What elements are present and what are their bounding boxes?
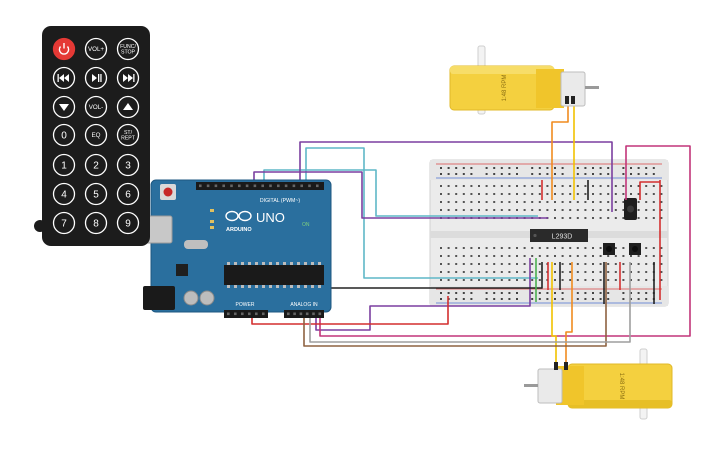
digit-5-button[interactable]: 5: [84, 182, 108, 206]
ir-receiver: [624, 198, 637, 220]
remote-buttons: VOL+ FUNC/STOP VOL- 0 EQ ST/REPT 1 2 3 4 5 6 7 8 9: [52, 37, 140, 235]
power-jack: [143, 286, 175, 310]
button-label: VOL+: [88, 46, 104, 53]
wire-purple-2: [299, 141, 613, 212]
arduino-logo: [225, 210, 252, 222]
button-label: 0: [61, 131, 67, 142]
l293d-chip: L293D: [530, 229, 588, 242]
wire-brown: [303, 262, 607, 347]
wire-cyan-1: [263, 169, 538, 217]
vol-up-button[interactable]: VOL+: [84, 37, 108, 61]
button-label: 5: [93, 190, 99, 201]
button-label: EQ: [92, 132, 101, 139]
crystal: [184, 240, 208, 249]
digit-2-button[interactable]: 2: [84, 153, 108, 177]
top-dc-motor: 1:48 RPM: [449, 45, 599, 115]
button-label: 6: [125, 190, 131, 201]
button-label: 3: [125, 161, 131, 172]
st-rept-button[interactable]: ST/REPT: [116, 123, 140, 147]
led-l: [210, 209, 214, 212]
push-button-left[interactable]: [603, 243, 615, 255]
ir-remote: VOL+ FUNC/STOP VOL- 0 EQ ST/REPT 1 2 3 4 5 6 7 8 9: [34, 26, 150, 246]
button-label: 7: [61, 219, 67, 230]
triangle-up-icon: [123, 103, 133, 110]
analog-label: ANALOG IN: [290, 302, 318, 308]
play-pause-button[interactable]: [84, 66, 108, 90]
up-button[interactable]: [116, 95, 140, 119]
func-stop-button[interactable]: FUNC/STOP: [116, 37, 140, 61]
push-button-right[interactable]: [629, 243, 641, 255]
digital-pins: [199, 184, 319, 188]
digit-7-button[interactable]: 7: [52, 211, 76, 235]
digital-label: DIGITAL (PWM~): [260, 198, 300, 204]
digit-8-button[interactable]: 8: [84, 211, 108, 235]
wire-black-gnd: [262, 262, 543, 289]
button-label: 9: [125, 219, 131, 230]
board-model: UNO: [256, 210, 285, 225]
down-button[interactable]: [52, 95, 76, 119]
wire-cyan-2: [305, 147, 538, 279]
led-tx: [210, 220, 214, 223]
power-icon: [58, 46, 70, 55]
wires: [251, 102, 691, 362]
board-brand: ARDUINO: [226, 227, 252, 233]
digit-6-button[interactable]: 6: [116, 182, 140, 206]
wire-purple-1: [253, 171, 548, 219]
button-label: 2: [93, 161, 99, 172]
top-motor-label: 1:48 RPM: [502, 75, 508, 102]
bottom-dc-motor: 1:48 RPM: [524, 348, 673, 420]
digit-4-button[interactable]: 4: [52, 182, 76, 206]
button-label: 1: [61, 161, 67, 172]
wire-orange-top: [551, 102, 569, 200]
vol-down-button[interactable]: VOL-: [84, 95, 108, 119]
digit-9-button[interactable]: 9: [116, 211, 140, 235]
wire-yellow-bot: [551, 262, 557, 362]
bottom-pins: [227, 312, 322, 316]
button-label: ST/REPT: [121, 130, 136, 142]
bottom-motor-label: 1:48 RPM: [618, 373, 624, 400]
wire-red-ir: [639, 181, 660, 200]
analog-header: [284, 310, 324, 318]
power-label: POWER: [236, 302, 255, 308]
wire-gray: [309, 262, 631, 343]
breadboard-holes: [440, 167, 663, 300]
regulator: [176, 264, 188, 276]
eq-button[interactable]: EQ: [84, 123, 108, 147]
button-label: 8: [93, 219, 99, 230]
driver-label: L293D: [552, 234, 573, 241]
fast-forward-button[interactable]: [116, 66, 140, 90]
rewind-button[interactable]: [52, 66, 76, 90]
button-label: VOL-: [89, 104, 103, 111]
button-label: FUNC/STOP: [120, 44, 136, 56]
wire-magenta: [319, 145, 691, 337]
led-rx: [210, 226, 214, 229]
triangle-down-icon: [59, 104, 69, 111]
wire-orange-bot: [565, 262, 573, 362]
play-pause-icon: [92, 74, 97, 82]
capacitor-1: [183, 290, 199, 306]
digit-0-button[interactable]: 0: [52, 123, 76, 147]
on-label: ON: [302, 222, 310, 228]
wire-purple-3: [315, 258, 531, 331]
capacitor-2: [199, 290, 215, 306]
power-header: [224, 310, 268, 318]
digit-1-button[interactable]: 1: [52, 153, 76, 177]
atmega-legs: [227, 262, 321, 288]
digit-3-button[interactable]: 3: [116, 153, 140, 177]
fast-forward-icon: [123, 74, 133, 82]
digital-header: [196, 182, 324, 190]
rewind-icon: [59, 74, 69, 82]
power-button[interactable]: [52, 37, 76, 61]
button-label: 4: [61, 190, 67, 201]
atmega-chip: [224, 265, 324, 285]
arduino-uno: DIGITAL (PWM~) UNO ARDUINO ON POWER ANAL…: [143, 179, 332, 318]
bottom-motor-can: [537, 368, 563, 404]
